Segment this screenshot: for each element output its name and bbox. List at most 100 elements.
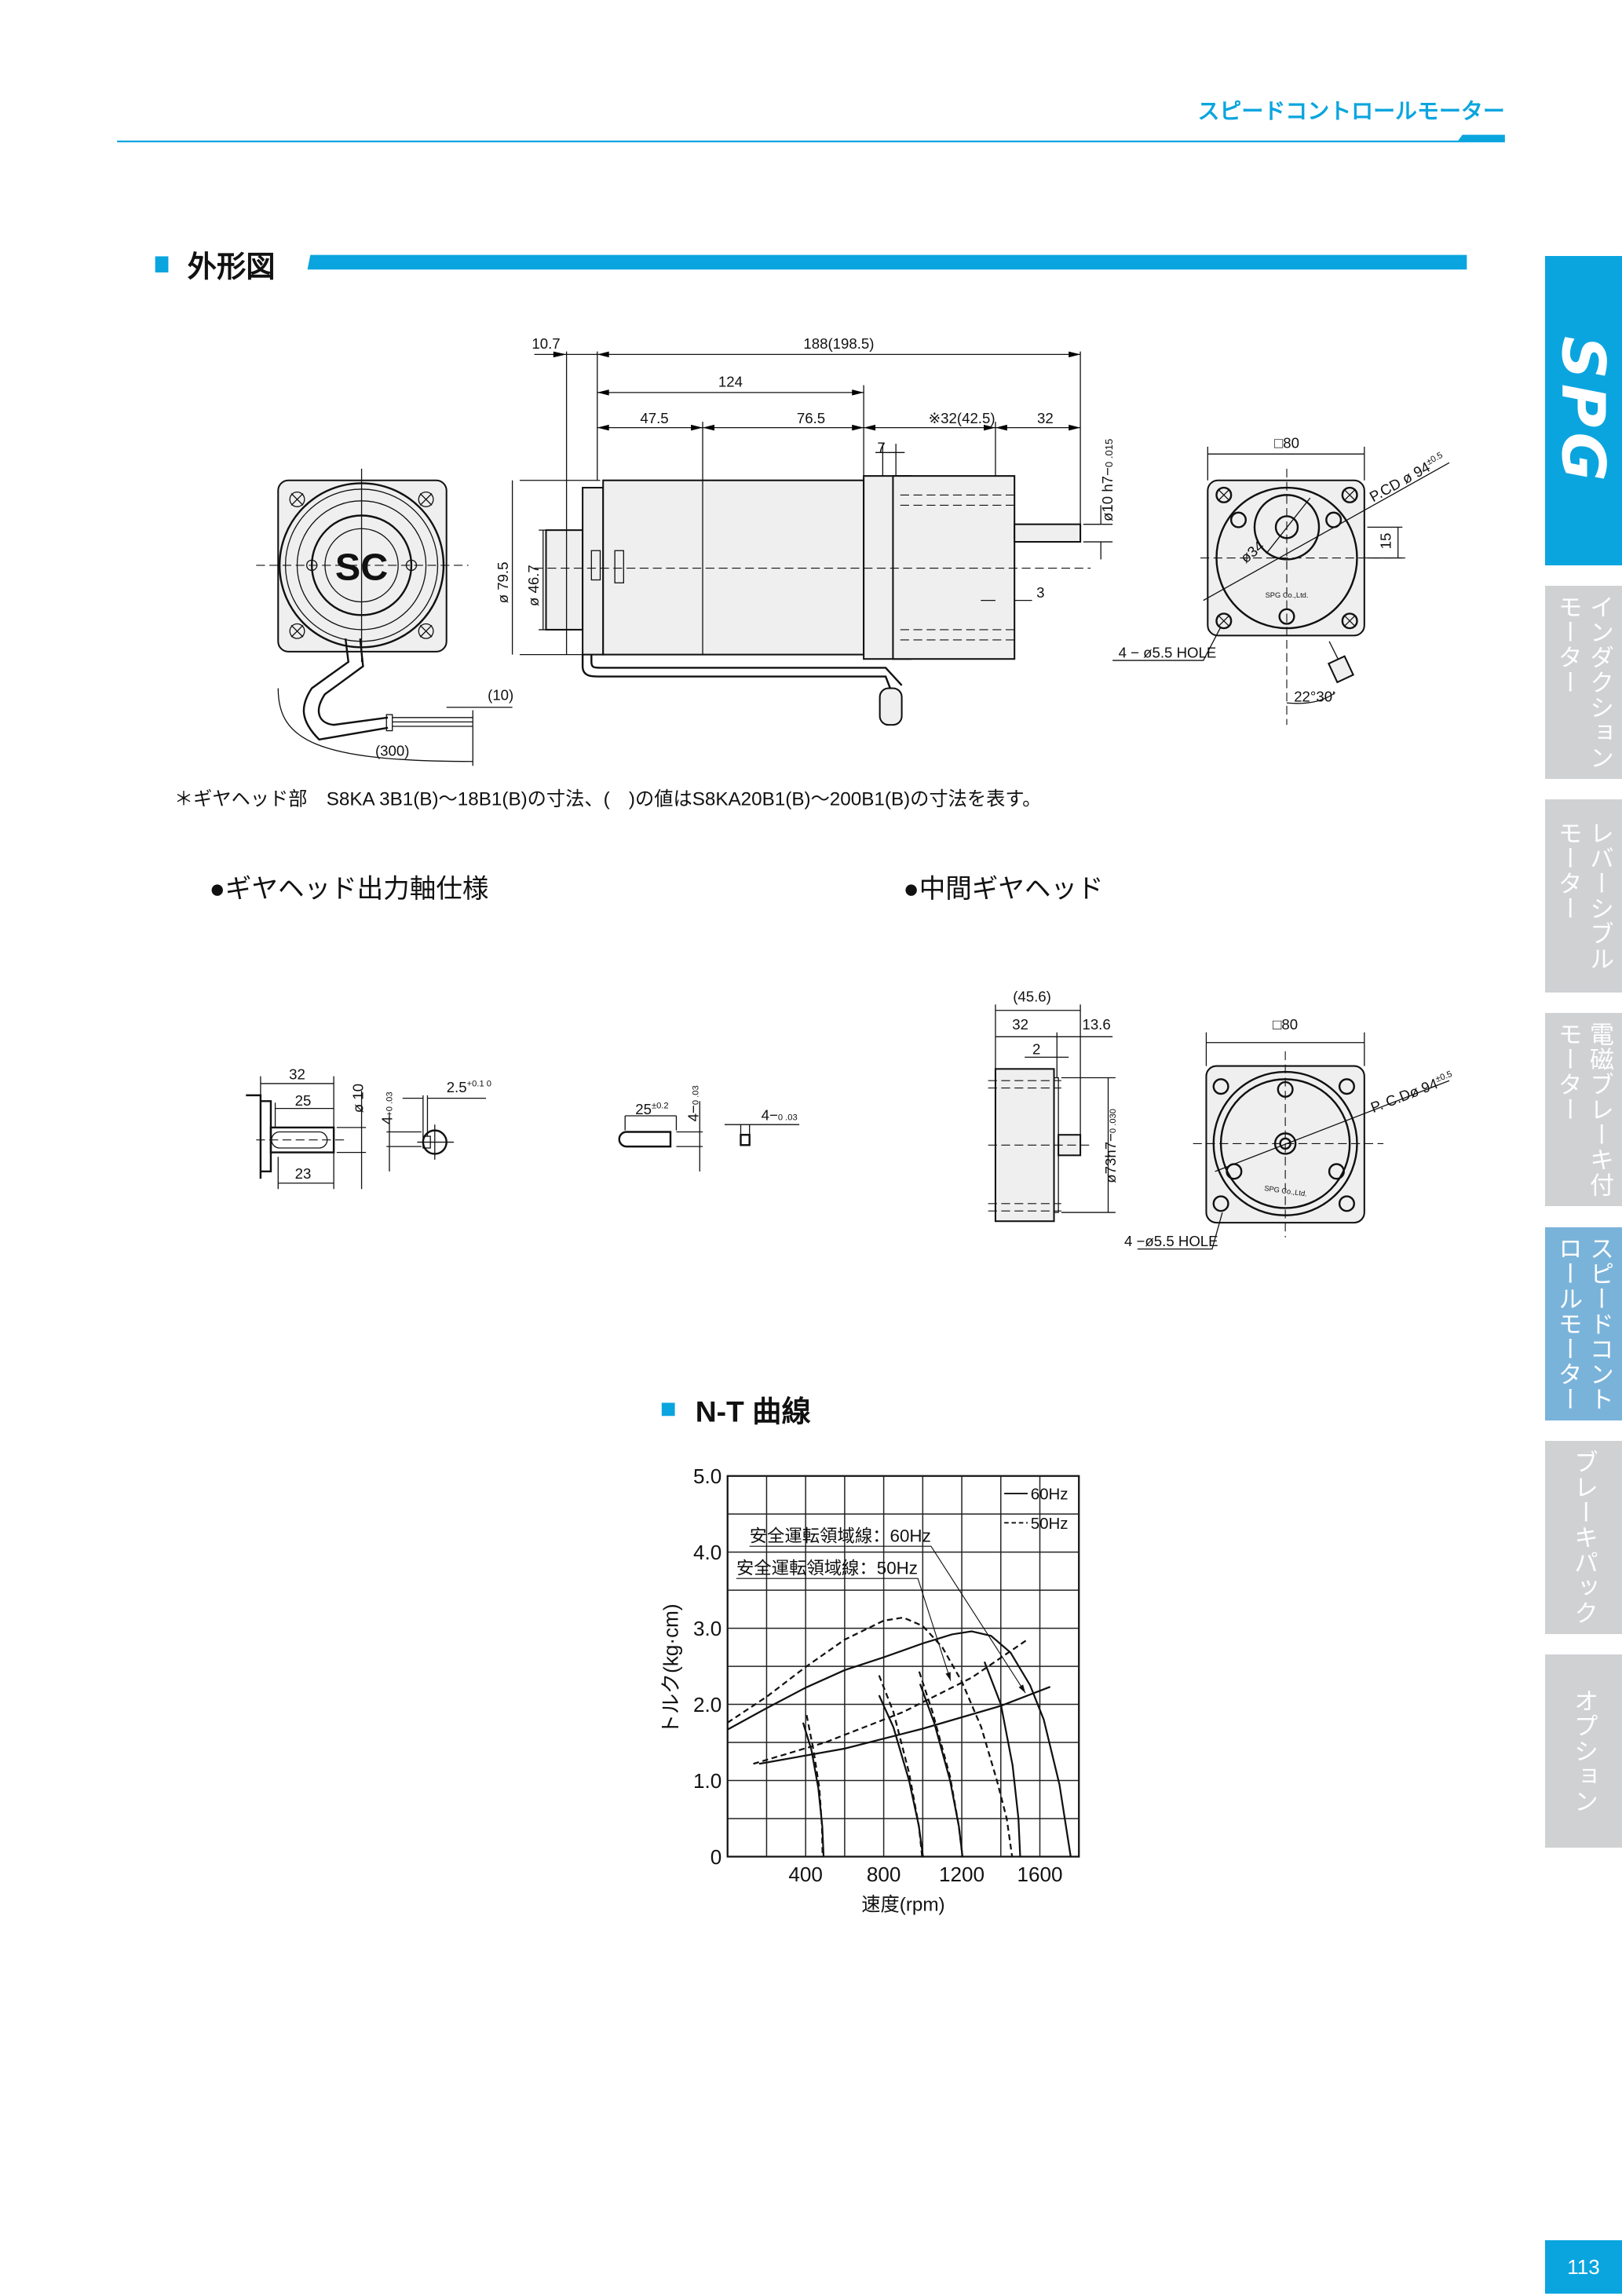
dim-shaft-32: 32 <box>289 1066 305 1082</box>
x-tick-label: 800 <box>867 1863 901 1886</box>
dim-cable-length: (300) <box>375 742 409 759</box>
dim-shaft-dia-10: ø 10 <box>349 1084 366 1113</box>
motor-front-view: □80 P.CD ø 94±0.5 ø34 15 SPG Co.,Ltd. 4 … <box>1112 435 1450 726</box>
dim-mid-pcd: P. C.Dø 94±0.5 <box>1368 1069 1456 1116</box>
sidebar-item-brake-pack[interactable]: ブレーキパック <box>1545 1441 1622 1634</box>
header-rule-tab <box>1458 134 1505 141</box>
dim-shaft-dia: ø10 h7−0 .015 <box>1099 439 1116 521</box>
dim-overall-length: 188(198.5) <box>803 335 874 352</box>
x-tick-label: 1600 <box>1017 1863 1062 1886</box>
dim-mid-square-80: □80 <box>1273 1016 1298 1033</box>
y-tick-label: 0 <box>711 1845 722 1869</box>
mid-gearhead-title: ●中間ギヤヘッド <box>903 874 1103 904</box>
shaft-spec-drawing: 32 25 23 ø 10 4+0 .03 2.5+0.1 0 25±0.2 4… <box>246 1066 800 1190</box>
y-tick-label: 5.0 <box>693 1464 721 1488</box>
sidebar-item-label: ブレーキパック <box>1569 1450 1598 1625</box>
dim-square-80: □80 <box>1274 435 1299 452</box>
sidebar-item-label: レバーシブルモーター <box>1554 821 1613 971</box>
series-50hz-5 <box>878 1675 923 1857</box>
dim-key-height: 4−0 .03 <box>685 1085 701 1121</box>
gearhead-note: ＊ギヤヘッド部 S8KA 3B1(B)～18B1(B)の寸法、( )の値はS8K… <box>174 789 1042 810</box>
y-tick-label: 2.0 <box>693 1693 721 1717</box>
legend-label-50hz: 50Hz <box>1031 1515 1069 1533</box>
dim-45-6: (45.6) <box>1013 989 1051 1005</box>
dim-cable-strip: (10) <box>488 686 513 703</box>
chart-legend: 60Hz 50Hz <box>1004 1486 1069 1533</box>
spg-logo: SPG <box>1548 335 1619 486</box>
dim-13-6: 13.6 <box>1082 1016 1110 1033</box>
dim-key-depth: 2.5+0.1 0 <box>447 1079 491 1095</box>
annotation-arrowhead <box>1018 1684 1026 1694</box>
dim-mid-32: 32 <box>1012 1016 1028 1033</box>
dim-pcd-94: P.CD ø 94±0.5 <box>1367 450 1448 505</box>
dim-dia-79-5: ø 79.5 <box>495 562 511 604</box>
dim-key-width: 4+0 .03 <box>379 1091 396 1124</box>
section-marker <box>155 256 169 272</box>
sidebar-item-speed-control-motor[interactable]: スピードコントロールモーター <box>1545 1227 1622 1420</box>
sidebar-item-options[interactable]: オプション <box>1545 1654 1622 1848</box>
sidebar-item-brake-motor[interactable]: 電磁ブレーキ付モーター <box>1545 1013 1622 1206</box>
series-50hz-1 <box>727 1616 1014 1857</box>
series-60hz-6 <box>919 1684 964 1857</box>
outline-title: 外形図 <box>188 250 276 283</box>
dim-gearhead-length: ※32(42.5) <box>929 410 995 426</box>
series-50hz-safe-operation-line-10 <box>753 1638 1029 1765</box>
series-60hz-safe-operation-line-9 <box>758 1686 1051 1765</box>
shaft-spec-title: ●ギヤヘッド出力軸仕様 <box>210 874 489 904</box>
series-60hz-2 <box>802 1722 825 1857</box>
series-60hz-8 <box>983 1661 1021 1857</box>
sidebar-logo-spg[interactable]: SPG <box>1545 256 1622 565</box>
series-60hz-4 <box>878 1695 924 1857</box>
sidebar-item-reversible-motor[interactable]: レバーシブルモーター <box>1545 799 1622 993</box>
legend-label-60hz: 60Hz <box>1031 1486 1069 1504</box>
y-axis-label: トルク(kg·cm) <box>659 1603 682 1735</box>
annotation-safe-60hz: 安全運転領域線：60Hz <box>750 1526 931 1546</box>
sidebar-item-label: スピードコントロールモーター <box>1554 1236 1613 1412</box>
dim-124: 124 <box>718 373 743 389</box>
dim-angle: 22°30' <box>1294 688 1335 704</box>
dim-mid-holes: 4 −ø5.5 HOLE <box>1124 1233 1218 1249</box>
dim-15: 15 <box>1377 533 1394 550</box>
dim-3: 3 <box>1036 584 1044 601</box>
sidebar-item-label: 電磁ブレーキ付モーター <box>1554 1022 1613 1197</box>
mid-gearhead-drawing: (45.6) 32 13.6 2 ø73h7−0 .030 □80 P. C.D… <box>988 989 1456 1250</box>
dim-shaft-length: 32 <box>1037 410 1054 426</box>
nt-chart: 400 800 1200 1600 0 1.0 2.0 3.0 4.0 5.0 60Hz 50Hz… <box>659 1464 1080 1915</box>
x-tick-label: 1200 <box>939 1863 985 1886</box>
header-section-title: スピードコントロールモーター <box>1197 99 1504 123</box>
sc-logo: SC <box>335 547 388 589</box>
dim-47-5: 47.5 <box>640 410 668 426</box>
sidebar-item-label: インダクションモーター <box>1554 594 1613 770</box>
dim-10-7: 10.7 <box>532 335 560 352</box>
y-tick-label: 4.0 <box>693 1541 721 1564</box>
x-tick-label: 400 <box>788 1863 823 1886</box>
nt-title: N-T 曲線 <box>696 1395 811 1428</box>
sidebar-item-label: オプション <box>1569 1688 1598 1814</box>
series-60hz-0 <box>727 1630 1072 1857</box>
dim-key-thickness: 4−0 .03 <box>762 1107 798 1124</box>
dim-key-length: 25±0.2 <box>635 1101 668 1117</box>
dim-shaft-25: 25 <box>295 1092 312 1109</box>
nt-marker <box>661 1402 675 1417</box>
y-tick-label: 3.0 <box>693 1617 721 1640</box>
annotation-safe-50hz: 安全運転領域線：50Hz <box>736 1559 918 1578</box>
motor-side-view: 10.7 188(198.5) 124 47.5 76.5 ※32(42.5) … <box>495 335 1116 726</box>
x-axis-label: 速度(rpm) <box>861 1894 944 1915</box>
annotation-leader <box>736 1578 952 1681</box>
series-50hz-3 <box>806 1714 824 1857</box>
sidebar-item-induction-motor[interactable]: インダクションモーター <box>1545 586 1622 779</box>
maker-label: SPG Co.,Ltd. <box>1266 591 1309 599</box>
series-50hz-7 <box>918 1671 964 1857</box>
annotation-arrowhead <box>945 1672 951 1681</box>
annotation-leader <box>749 1545 1026 1694</box>
dim-dia-46-7: ø 46.7 <box>525 565 542 606</box>
page-number: 113 <box>1545 2240 1622 2294</box>
dim-76-5: 76.5 <box>797 410 825 426</box>
dim-dia-73: ø73h7−0 .030 <box>1102 1109 1119 1183</box>
motor-rear-view: SC (10) (300) <box>256 468 513 766</box>
y-tick-label: 1.0 <box>693 1769 721 1793</box>
dim-shaft-23: 23 <box>295 1165 312 1182</box>
title-bar <box>307 254 1467 270</box>
